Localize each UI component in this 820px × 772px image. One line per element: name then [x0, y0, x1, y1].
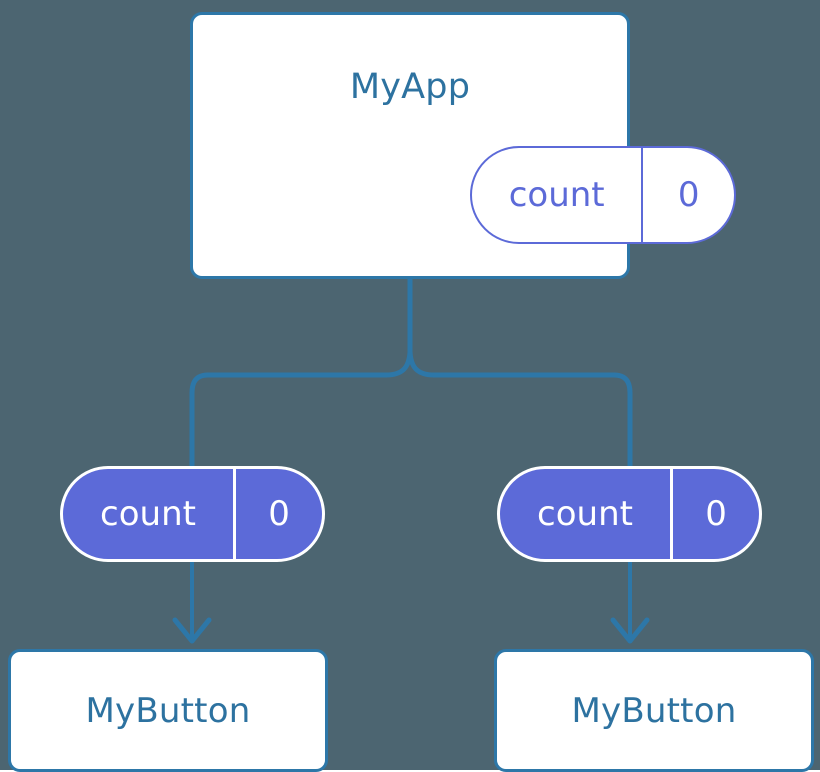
root-component-box[interactable]: MyApp count 0 — [190, 12, 736, 279]
child-right-state-pill[interactable]: count 0 — [497, 466, 762, 562]
child-right-component-title: MyButton — [571, 690, 737, 731]
root-component-title: MyApp — [349, 67, 471, 107]
child-left-component-title: MyButton — [85, 690, 251, 731]
arrow-left-head-icon — [172, 617, 212, 644]
child-left-state-key: count — [100, 494, 196, 534]
child-left-state-pill[interactable]: count 0 — [60, 466, 325, 562]
child-left-component-box[interactable]: MyButton — [8, 649, 328, 772]
child-right-state-key: count — [537, 494, 633, 534]
connector-branch-right — [407, 351, 633, 466]
arrow-right-head-icon — [610, 617, 650, 644]
child-right-component-box[interactable]: MyButton — [494, 649, 814, 772]
root-state-value: 0 — [641, 148, 734, 242]
connector-branch-left — [189, 351, 413, 466]
child-left-state-value: 0 — [233, 469, 322, 559]
root-state-key: count — [508, 175, 605, 215]
root-state-pill[interactable]: count 0 — [470, 146, 736, 244]
child-right-state-value: 0 — [670, 469, 759, 559]
